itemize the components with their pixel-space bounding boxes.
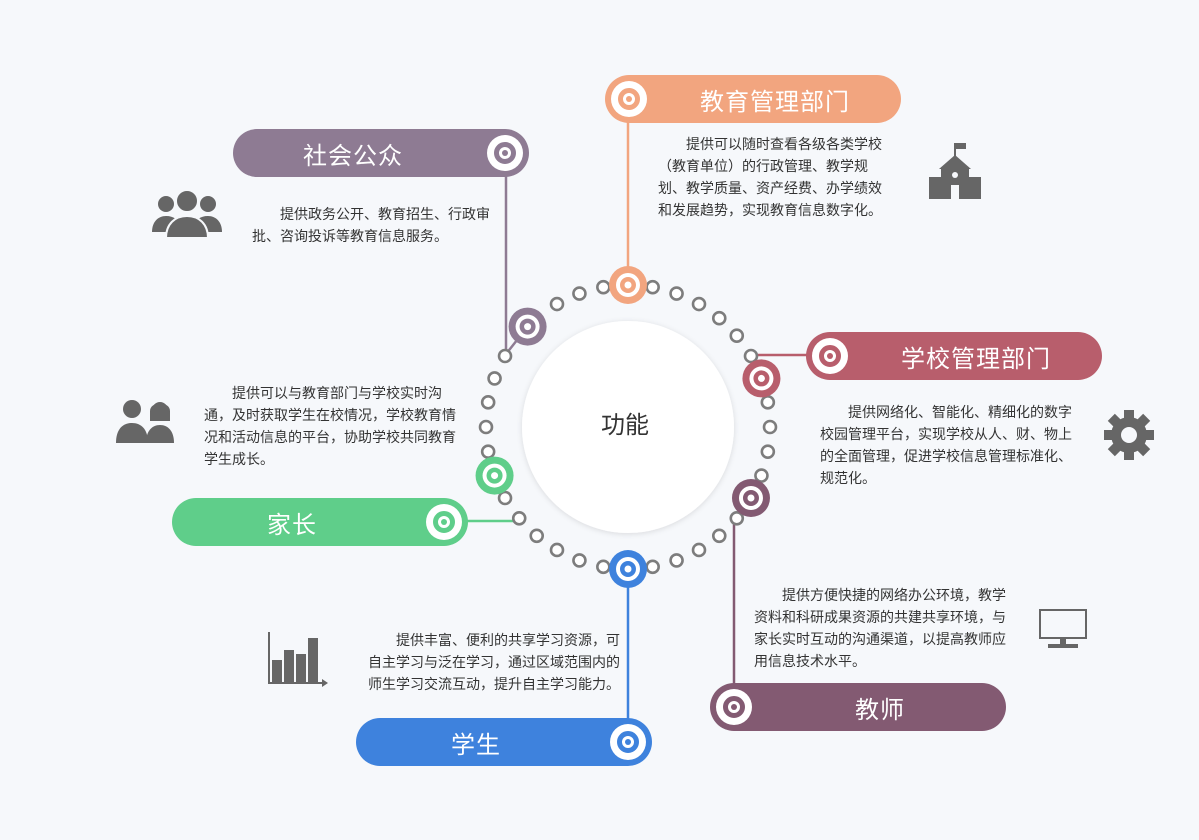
pill-school-admin[interactable]: 学校管理部门 xyxy=(806,332,1102,380)
desc-teacher: 提供方便快捷的网络办公环境，教学资料和科研成果资源的共建共享环境，与家长实时互动… xyxy=(754,588,1006,670)
ring-node-teacher xyxy=(731,479,770,517)
target-icon xyxy=(611,81,647,117)
ring-dot xyxy=(480,444,496,459)
ring-dot xyxy=(596,279,611,295)
ring-dot xyxy=(760,395,776,410)
gear-icon xyxy=(1104,410,1154,460)
ring-dot xyxy=(691,296,707,312)
pill-edu-admin[interactable]: 教育管理部门 xyxy=(605,75,901,123)
pill-label: 学校管理部门 xyxy=(901,344,1051,373)
ring-dot xyxy=(572,286,587,301)
ring-node-student xyxy=(609,550,647,588)
ring-dot xyxy=(549,542,565,558)
pill-public[interactable]: 社会公众 xyxy=(233,129,529,177)
desc-parent: 提供可以与教育部门与学校实时沟通，及时获取学生在校情况，学校教育情况和活动信息的… xyxy=(204,386,456,468)
ring-dot xyxy=(549,296,565,312)
ring-dot xyxy=(729,328,745,344)
pill-label: 家长 xyxy=(267,510,317,539)
people-group-icon xyxy=(152,189,222,239)
ring-dot xyxy=(669,553,684,568)
pill-student[interactable]: 学生 xyxy=(356,718,652,766)
ring-dot xyxy=(645,559,660,575)
ring-dot xyxy=(743,348,759,364)
center-label: 功能 xyxy=(601,411,649,439)
target-icon xyxy=(610,724,646,760)
ring-dot xyxy=(711,528,727,544)
pill-label: 学生 xyxy=(451,730,501,759)
ring-node-parent xyxy=(475,456,514,495)
school-building-icon xyxy=(929,143,981,199)
ring-dot xyxy=(572,553,587,568)
ring-dot xyxy=(497,348,513,364)
ring-dot xyxy=(762,419,778,435)
ring-nodes xyxy=(475,266,781,588)
pill-teacher[interactable]: 教师 xyxy=(710,683,1006,731)
target-icon xyxy=(812,338,848,374)
desc-edu-admin: 提供可以随时查看各级各类学校（教育单位）的行政管理、教学规划、教学质量、资产经费… xyxy=(658,137,882,219)
ring-dot xyxy=(497,490,513,506)
monitor-icon xyxy=(1039,609,1087,648)
ring-dot xyxy=(480,395,496,410)
connector-teacher xyxy=(732,497,752,707)
ring-dot xyxy=(711,310,727,326)
ring-dot xyxy=(691,542,707,558)
ring-dot xyxy=(729,510,745,526)
ring-dot xyxy=(596,559,611,575)
pill-parent[interactable]: 家长 xyxy=(172,498,468,546)
target-icon xyxy=(716,689,752,725)
pill-label: 教育管理部门 xyxy=(700,87,850,116)
ring-dots xyxy=(478,279,778,575)
target-icon xyxy=(487,135,523,171)
target-icon xyxy=(426,504,462,540)
desc-school-admin: 提供网络化、智能化、精细化的数字校园管理平台，实现学校从人、财、物上的全面管理，… xyxy=(820,405,1072,487)
ring-dot xyxy=(487,371,502,386)
center-circle xyxy=(522,321,734,533)
ring-dot xyxy=(478,419,494,435)
pill-label: 社会公众 xyxy=(303,141,403,170)
ring-dot xyxy=(511,510,527,526)
ring-dot xyxy=(645,279,660,295)
pill-label: 教师 xyxy=(855,695,905,724)
parents-icon xyxy=(116,400,174,443)
ring-dot xyxy=(754,468,769,483)
bar-chart-icon xyxy=(268,632,328,687)
ring-dot xyxy=(760,444,776,459)
desc-public: 提供政务公开、教育招生、行政审批、咨询投诉等教育信息服务。 xyxy=(252,207,490,245)
ring-node-public xyxy=(508,307,547,346)
ring-dot xyxy=(529,528,545,544)
ring-node-school-admin xyxy=(742,359,781,398)
ring-node-edu-admin xyxy=(609,266,647,304)
desc-student: 提供丰富、便利的共享学习资源，可自主学习与泛在学习，通过区域范围内的师生学习交流… xyxy=(368,633,620,693)
ring-dot xyxy=(669,286,684,301)
